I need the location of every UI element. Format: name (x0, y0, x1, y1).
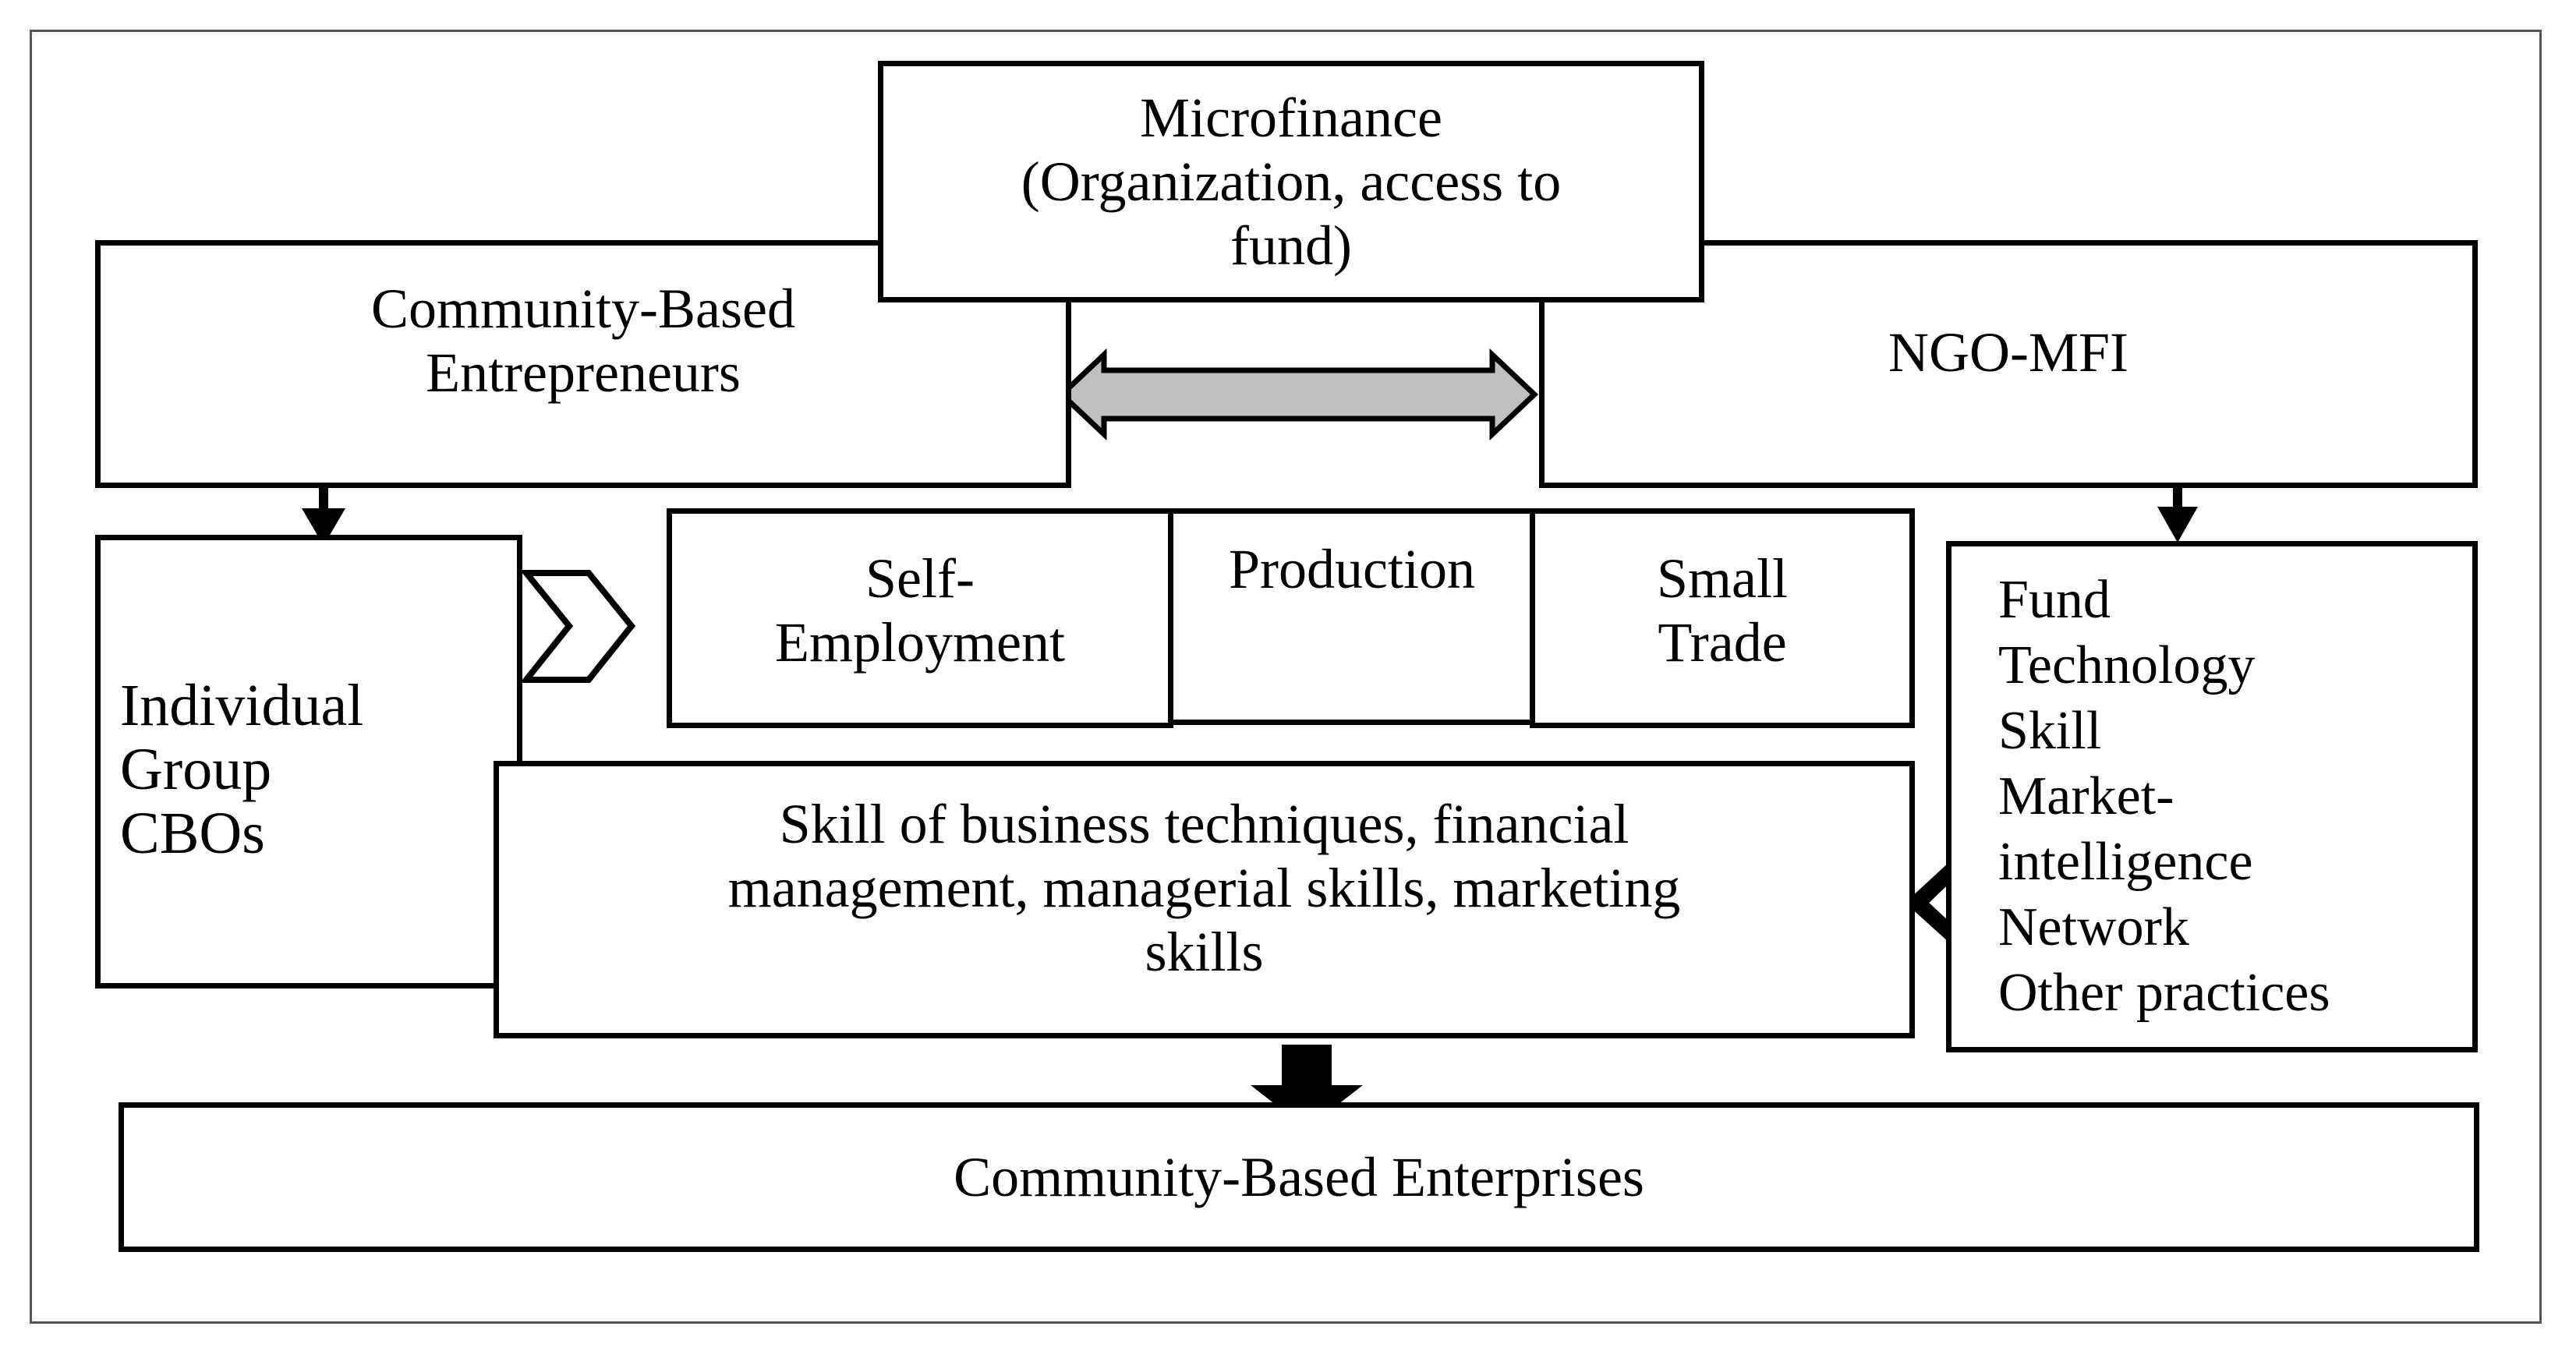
skills-box: Skill of business techniques, financial … (494, 761, 1915, 1038)
self-employment-line: Self- (865, 547, 975, 610)
cbe-box: Community-Based Entrepreneurs (95, 240, 1071, 488)
support-item: Technology (1998, 635, 2256, 695)
microfinance-line: (Organization, access to (1021, 150, 1562, 213)
ngo-label: NGO-MFI (1888, 321, 2128, 384)
small-trade-line: Small (1656, 547, 1788, 610)
support-item: Market- (1998, 766, 2174, 826)
individual-box: Individual Group CBOs (95, 535, 522, 988)
support-box: Fund Technology Skill Market- intelligen… (1946, 541, 2478, 1052)
microfinance-box: Microfinance (Organization, access to fu… (878, 61, 1704, 302)
support-item: Network (1998, 897, 2189, 957)
individual-line: CBOs (120, 801, 265, 866)
individual-line: Individual (120, 673, 364, 738)
arrow-ngo-to-support (2157, 483, 2198, 543)
self-employment-box: Self- Employment (667, 508, 1173, 728)
enterprises-label: Community-Based Enterprises (954, 1146, 1644, 1208)
skills-line: Skill of business techniques, financial (779, 793, 1629, 855)
individual-line: Group (120, 737, 272, 802)
production-label: Production (1229, 538, 1475, 600)
diagram-frame (30, 30, 2542, 1324)
double-arrow (1057, 348, 1539, 441)
chevron-right-icon (519, 570, 636, 683)
microfinance-line: Microfinance (1140, 87, 1442, 149)
skills-line: skills (1145, 921, 1264, 983)
support-item: Other practices (1998, 963, 2330, 1023)
self-employment-line: Employment (775, 611, 1065, 674)
enterprises-box: Community-Based Enterprises (119, 1102, 2479, 1252)
cbe-line: Community-Based (371, 278, 795, 340)
support-item: Fund (1998, 570, 2111, 630)
cbe-line: Entrepreneurs (426, 341, 741, 404)
skills-line: management, managerial skills, marketing (727, 857, 1681, 919)
support-item: Skill (1998, 701, 2102, 761)
production-box: Production (1168, 508, 1536, 725)
small-trade-box: Small Trade (1530, 508, 1915, 728)
microfinance-line: fund) (1230, 214, 1352, 277)
small-trade-line: Trade (1658, 611, 1787, 674)
support-item: intelligence (1998, 832, 2253, 892)
block-arrow-down (1251, 1045, 1363, 1129)
